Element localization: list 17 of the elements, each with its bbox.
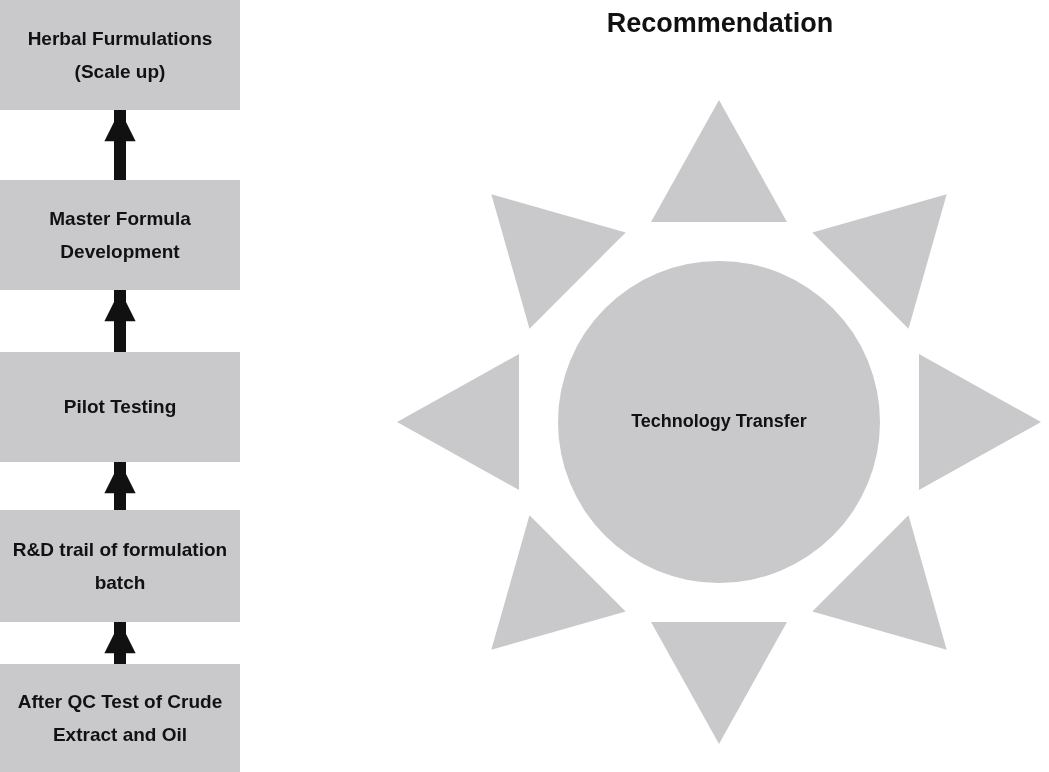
arrow <box>104 110 136 180</box>
node-label: Master Formula Development <box>48 206 192 264</box>
node-label: After QC Test of Crude Extract and Oil <box>16 689 224 747</box>
process-box <box>0 180 240 290</box>
circle-shape <box>558 261 880 583</box>
heading: Recommendation <box>605 8 835 39</box>
process-box <box>0 0 240 110</box>
arrow <box>104 290 136 352</box>
arrow <box>104 622 136 664</box>
node-label: Herbal Furmulations (Scale up) <box>26 26 214 84</box>
process-box <box>0 664 240 772</box>
node-label: Technology Transfer <box>630 412 808 432</box>
process-box <box>0 352 240 462</box>
node-label: R&D trail of formulation batch <box>11 537 229 595</box>
process-box <box>0 510 240 622</box>
arrow <box>104 462 136 510</box>
node-label: Pilot Testing <box>62 395 178 420</box>
